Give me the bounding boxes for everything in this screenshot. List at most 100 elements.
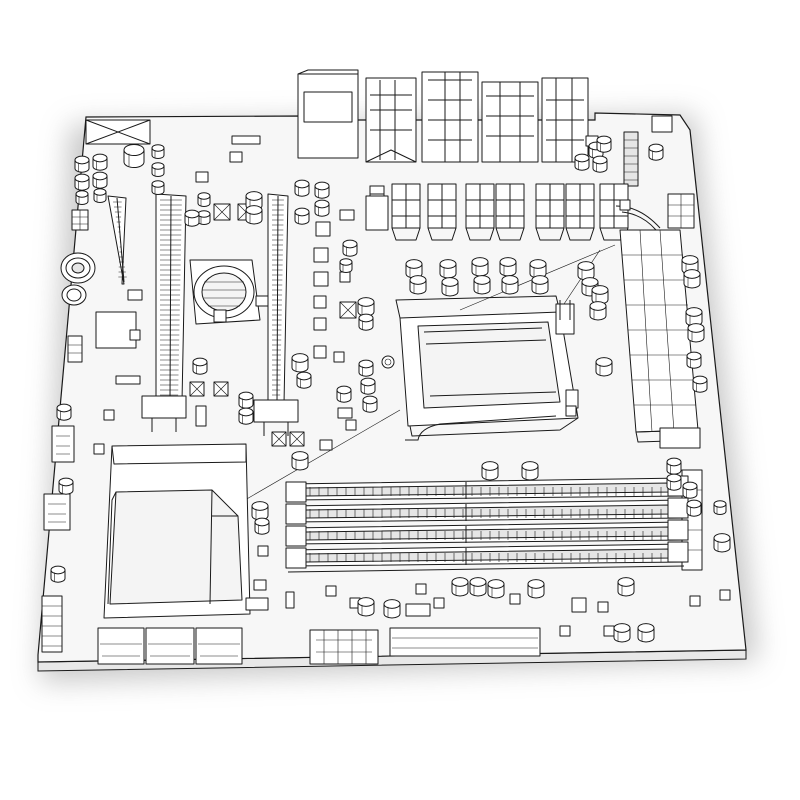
capacitor xyxy=(184,209,200,227)
capacitor xyxy=(50,565,66,583)
dimm-slot[interactable] xyxy=(285,497,689,525)
capacitor xyxy=(595,357,613,377)
capacitor xyxy=(589,301,607,321)
smd-part xyxy=(253,579,267,591)
smd-part xyxy=(369,185,385,195)
slot-latch xyxy=(141,395,187,432)
capacitor xyxy=(56,403,72,421)
capacitor xyxy=(336,385,352,403)
pcie-slot[interactable] xyxy=(155,193,187,403)
capacitor xyxy=(362,395,378,413)
capacitor xyxy=(238,407,254,425)
capacitor xyxy=(685,307,703,327)
smd-part xyxy=(313,247,329,263)
capacitor xyxy=(358,313,374,331)
capacitor xyxy=(92,171,108,189)
cpu-socket xyxy=(381,295,579,441)
capacitor xyxy=(531,275,549,295)
mosfet xyxy=(465,183,495,241)
capacitor xyxy=(151,144,165,159)
capacitor xyxy=(686,351,702,369)
smd-part xyxy=(603,625,615,637)
smd-chip xyxy=(189,381,205,397)
smd-part xyxy=(231,135,261,145)
smd-part xyxy=(319,439,333,451)
smd-part xyxy=(213,309,227,323)
capacitor xyxy=(93,188,107,203)
capacitor xyxy=(574,153,590,171)
capacitor xyxy=(687,323,705,343)
smd-part xyxy=(129,329,141,341)
capacitor xyxy=(58,477,74,495)
smd-components xyxy=(93,135,731,637)
bottom-connectors xyxy=(97,603,541,665)
chipset-heatsink xyxy=(103,443,251,619)
capacitor xyxy=(682,481,698,499)
capacitor xyxy=(666,473,682,491)
capacitor xyxy=(294,207,310,225)
capacitor xyxy=(197,210,211,225)
capacitor xyxy=(451,577,469,597)
smd-part xyxy=(313,317,327,331)
smd-part xyxy=(339,209,355,221)
smd-part xyxy=(115,375,141,385)
smd-part xyxy=(689,595,701,607)
smd-part xyxy=(313,271,329,287)
capacitors xyxy=(50,135,731,643)
left-edge-connectors xyxy=(41,209,137,653)
capacitor xyxy=(441,277,459,297)
capacitor xyxy=(74,173,90,191)
capacitor xyxy=(613,623,631,643)
capacitor xyxy=(471,257,489,277)
dimm-slot[interactable] xyxy=(285,519,689,547)
capacitor xyxy=(314,199,330,217)
smd-part xyxy=(333,351,345,363)
smd-part xyxy=(565,405,577,417)
capacitor xyxy=(686,499,702,517)
pcie-slot[interactable] xyxy=(107,195,127,285)
mosfet xyxy=(535,183,565,241)
smd-part xyxy=(103,409,115,421)
capacitor xyxy=(360,377,376,395)
capacitor xyxy=(596,135,612,153)
capacitor xyxy=(296,371,312,389)
capacitor xyxy=(439,259,457,279)
capacitor xyxy=(499,257,517,277)
capacitor xyxy=(151,162,165,177)
capacitor xyxy=(238,391,254,409)
capacitor xyxy=(487,579,505,599)
smd-part xyxy=(415,583,427,595)
smd-chip xyxy=(339,301,357,319)
capacitor xyxy=(481,461,499,481)
capacitor xyxy=(251,501,269,521)
mosfet xyxy=(391,183,421,241)
dimm-slot[interactable] xyxy=(285,541,689,569)
cpu-fan-header xyxy=(623,115,673,187)
mosfet xyxy=(495,183,525,241)
capacitor xyxy=(666,457,682,475)
capacitor xyxy=(683,269,701,289)
dimm-slot[interactable] xyxy=(285,475,689,503)
capacitor xyxy=(473,275,491,295)
pcie-slots xyxy=(107,193,299,436)
smd-part xyxy=(509,593,521,605)
capacitor xyxy=(648,143,664,161)
pcie-slot[interactable] xyxy=(267,193,289,405)
capacitor xyxy=(245,205,263,225)
rear-io-ports xyxy=(297,69,589,163)
smd-part xyxy=(337,407,353,419)
capacitor xyxy=(409,275,427,295)
smd-part xyxy=(345,419,357,431)
capacitor xyxy=(527,579,545,599)
smd-part xyxy=(245,597,269,611)
smd-chip xyxy=(213,381,229,397)
mosfet xyxy=(427,183,457,241)
smd-chip xyxy=(289,431,305,447)
smd-part xyxy=(597,601,609,613)
smd-part xyxy=(255,295,269,307)
capacitor xyxy=(342,239,358,257)
capacitor xyxy=(314,181,330,199)
smd-part xyxy=(559,625,571,637)
smd-part xyxy=(619,199,631,211)
